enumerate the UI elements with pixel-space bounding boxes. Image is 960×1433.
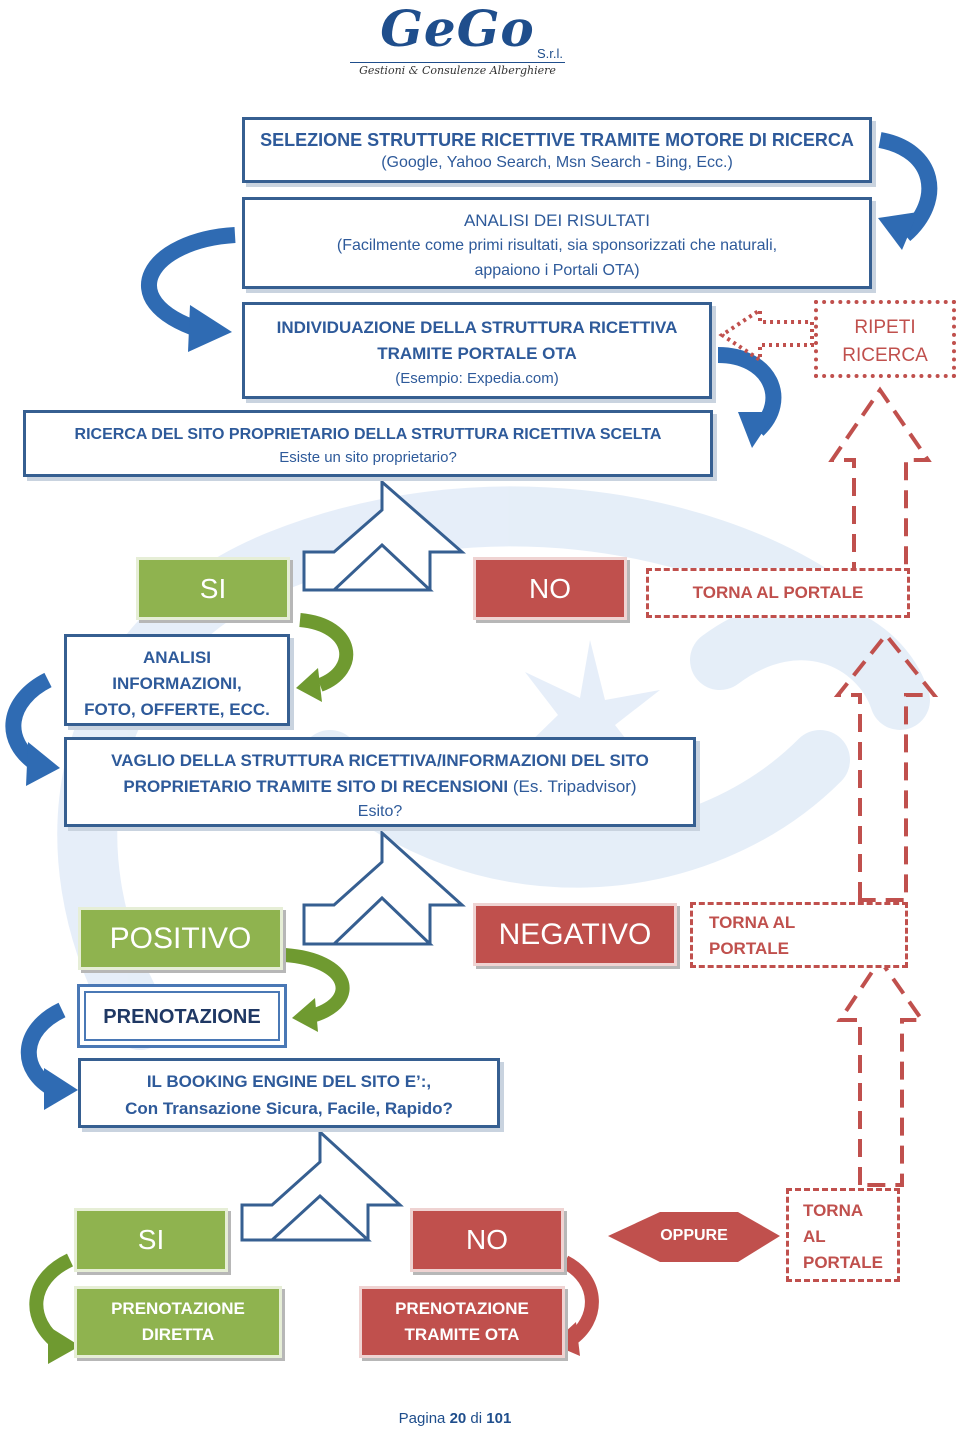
box-selezione-title: SELEZIONE STRUTTURE RICETTIVE TRAMITE MO… <box>260 130 854 150</box>
ripeti-line2: RICERCA <box>842 345 928 366</box>
booking-line1: IL BOOKING ENGINE DEL SITO E’:, <box>146 1072 432 1091</box>
torna-portale-2-line1: TORNA AL <box>709 913 796 932</box>
box-analisi-informazioni: ANALISI INFORMAZIONI, FOTO, OFFERTE, ECC… <box>64 634 290 726</box>
torna-portale-box-3: TORNA AL PORTALE <box>786 1188 900 1282</box>
box-prenotazione-inner: PRENOTAZIONE <box>84 991 280 1041</box>
box-individuazione-line1: INDIVIDUAZIONE DELLA STRUTTURA RICETTIVA <box>276 318 678 337</box>
oppure-label: OPPURE <box>660 1227 728 1244</box>
ripeti-line1: RIPETI <box>854 317 916 338</box>
prenotazione-label: PRENOTAZIONE <box>103 1006 261 1028</box>
diretta-line1: PRENOTAZIONE <box>111 1299 245 1318</box>
no-label-2: NO <box>466 1224 508 1255</box>
no-box-2: NO <box>410 1208 564 1272</box>
box-ricerca-title: RICERCA DEL SITO PROPRIETARIO DELLA STRU… <box>74 426 662 443</box>
blue-curve-arrow-left-3 <box>20 1002 78 1110</box>
box-ricerca-sito: RICERCA DEL SITO PROPRIETARIO DELLA STRU… <box>23 410 713 477</box>
oppure-label-wrap: OPPURE <box>608 1224 780 1248</box>
si-label-2: SI <box>137 1224 165 1255</box>
vaglio-line2a: PROPRIETARIO TRAMITE SITO DI RECENSIONI <box>123 777 509 796</box>
box-analisi-sub1: (Facilmente come primi risultati, sia sp… <box>336 237 778 254</box>
analisi-line1: ANALISI <box>143 648 211 667</box>
torna-portale-2-line2: PORTALE <box>709 939 789 958</box>
dashed-up-arrow-2 <box>833 631 939 902</box>
torna-portale-box-1: TORNA AL PORTALE <box>646 568 910 618</box>
prenotazione-diretta-box: PRENOTAZIONE DIRETTA <box>74 1286 282 1358</box>
blue-curve-arrow-left-2 <box>5 672 60 786</box>
split-arrow-2 <box>302 829 466 946</box>
blue-curve-arrow-left-1 <box>141 227 236 352</box>
page-footer: Pagina 20 di 101 <box>330 1410 580 1427</box>
footer-di: di <box>470 1410 483 1427</box>
dashed-up-arrow-1 <box>828 386 932 582</box>
torna-portale-3-line2: AL <box>803 1227 826 1246</box>
blue-curve-arrow-right-2 <box>717 347 782 448</box>
logo: GeGo S.r.l. Gestioni & Consulenze Alberg… <box>350 2 565 82</box>
ota-line2: TRAMITE OTA <box>404 1325 520 1344</box>
torna-portale-box-2: TORNA AL PORTALE <box>690 902 908 968</box>
footer-total-pages: 101 <box>486 1410 512 1427</box>
ota-line1: PRENOTAZIONE <box>395 1299 529 1318</box>
box-analisi-risultati: ANALISI DEI RISULTATI (Facilmente come p… <box>242 197 872 289</box>
si-label-1: SI <box>199 573 227 604</box>
logo-suffix: S.r.l. <box>536 46 563 61</box>
ripeti-ricerca-box: RIPETI RICERCA <box>814 300 956 378</box>
box-analisi-title: ANALISI DEI RISULTATI <box>463 211 651 230</box>
si-box-1: SI <box>136 557 290 620</box>
box-vaglio: VAGLIO DELLA STRUTTURA RICETTIVA/INFORMA… <box>64 737 696 827</box>
no-box-1: NO <box>473 557 627 620</box>
positivo-label: POSITIVO <box>109 922 252 955</box>
box-analisi-sub2: appaiono i Portali OTA) <box>474 262 640 279</box>
logo-brand: GeGo <box>380 0 535 58</box>
box-selezione-sub: (Google, Yahoo Search, Msn Search - Bing… <box>381 154 733 171</box>
logo-tagline: Gestioni & Consulenze Alberghiere <box>350 62 565 77</box>
torna-portale-label-1: TORNA AL PORTALE <box>692 583 864 602</box>
blue-curve-arrow-right-1 <box>878 132 938 250</box>
vaglio-line3: Esito? <box>357 803 403 820</box>
dotted-arrow-ripeti <box>718 306 814 364</box>
box-ricerca-sub: Esiste un sito proprietario? <box>279 449 457 466</box>
box-booking-engine: IL BOOKING ENGINE DEL SITO E’:, Con Tran… <box>78 1058 500 1128</box>
vaglio-line2b: (Es. Tripadvisor) <box>508 777 637 796</box>
positivo-box: POSITIVO <box>78 907 283 970</box>
box-individuazione: INDIVIDUAZIONE DELLA STRUTTURA RICETTIVA… <box>242 302 712 399</box>
negativo-label: NEGATIVO <box>498 918 652 951</box>
vaglio-line1: VAGLIO DELLA STRUTTURA RICETTIVA/INFORMA… <box>111 751 649 770</box>
torna-portale-3-line1: TORNA <box>803 1201 864 1220</box>
footer-pagina: Pagina <box>398 1410 446 1427</box>
green-curve-arrow-1 <box>296 613 354 702</box>
green-curve-arrow-3 <box>29 1253 80 1364</box>
footer-page-number: 20 <box>449 1410 467 1427</box>
oppure-arrow <box>608 1212 780 1262</box>
box-individuazione-sub: (Esempio: Expedia.com) <box>395 370 559 387</box>
torna-portale-3-line3: PORTALE <box>803 1253 883 1272</box>
box-individuazione-line2: TRAMITE PORTALE OTA <box>377 344 577 363</box>
red-curve-arrow <box>552 1255 599 1356</box>
no-label-1: NO <box>529 573 571 604</box>
negativo-box: NEGATIVO <box>473 903 677 966</box>
si-box-2: SI <box>74 1208 228 1272</box>
split-arrow-3 <box>240 1128 404 1242</box>
green-curve-arrow-2 <box>284 948 350 1032</box>
analisi-line2: INFORMAZIONI, <box>112 674 242 693</box>
split-arrow-1 <box>302 478 466 592</box>
analisi-line3: FOTO, OFFERTE, ECC. <box>84 700 270 719</box>
diretta-line2: DIRETTA <box>141 1325 215 1344</box>
vaglio-line2: PROPRIETARIO TRAMITE SITO DI RECENSIONI … <box>67 774 693 800</box>
box-prenotazione: PRENOTAZIONE <box>77 984 287 1048</box>
booking-line2: Con Transazione Sicura, Facile, Rapido? <box>125 1099 453 1118</box>
dashed-up-arrow-3 <box>836 956 926 1187</box>
box-selezione-strutture: SELEZIONE STRUTTURE RICETTIVE TRAMITE MO… <box>242 117 872 183</box>
prenotazione-ota-box: PRENOTAZIONE TRAMITE OTA <box>359 1286 565 1358</box>
